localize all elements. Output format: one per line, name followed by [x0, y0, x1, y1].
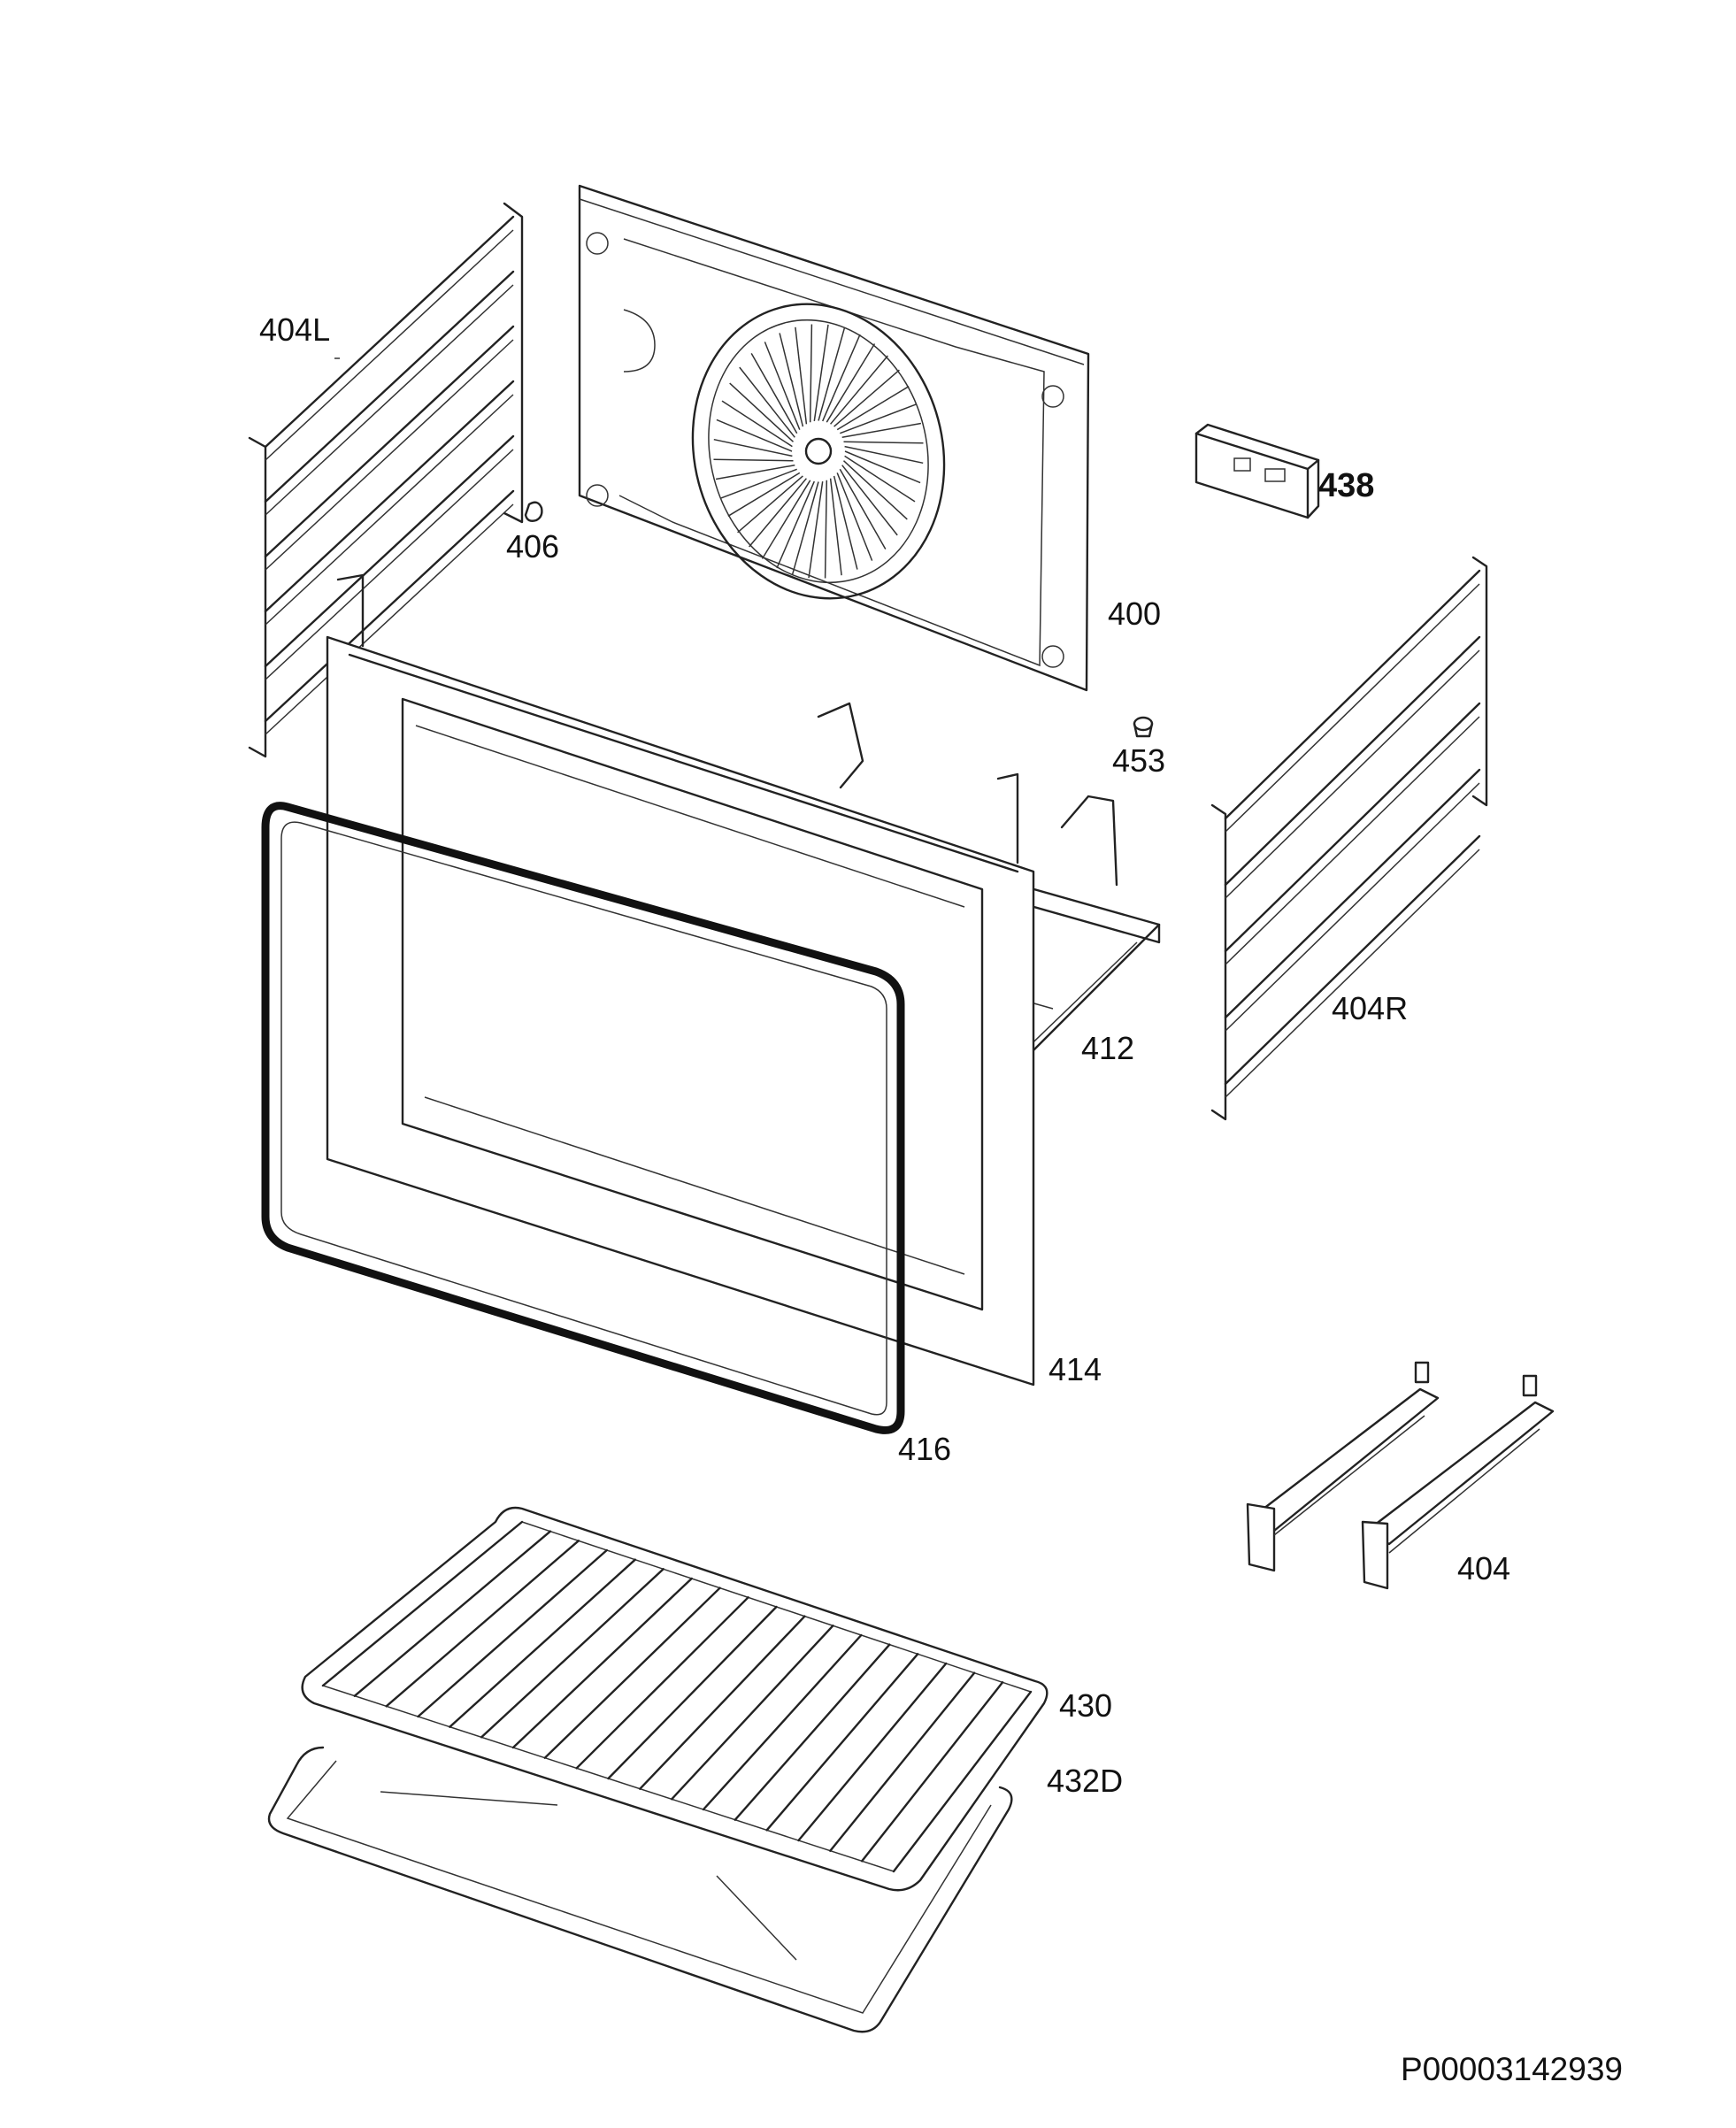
label-432D: 432D [1047, 1763, 1124, 1799]
part-430-wire-shelf [301, 1506, 1049, 1892]
label-404: 404 [1457, 1550, 1511, 1586]
label-404R: 404R [1332, 990, 1409, 1026]
label-416: 416 [898, 1431, 952, 1467]
part-453-plug [1133, 716, 1154, 738]
part-404L-left-shelf-runner [248, 202, 524, 758]
label-438: 438 [1318, 467, 1375, 504]
part-404-telescopic-runners [1246, 1361, 1555, 1590]
label-406: 406 [506, 528, 560, 565]
part-416-door-gasket [261, 802, 905, 1434]
part-400-fan-cover [578, 184, 1090, 692]
label-430: 430 [1059, 1687, 1113, 1724]
part-432D-baking-tray [267, 1746, 1013, 2033]
part-414-front-frame [326, 573, 1035, 1387]
part-406-clip [524, 501, 543, 522]
document-id: P00003142939 [1400, 2051, 1623, 2087]
part-438-bracket [1194, 423, 1320, 519]
label-414: 414 [1049, 1351, 1102, 1387]
label-453: 453 [1112, 742, 1166, 779]
part-404R-right-shelf-runner [1210, 556, 1488, 1121]
label-400: 400 [1108, 595, 1162, 632]
label-404L: 404L [259, 311, 331, 348]
label-412: 412 [1081, 1030, 1135, 1066]
